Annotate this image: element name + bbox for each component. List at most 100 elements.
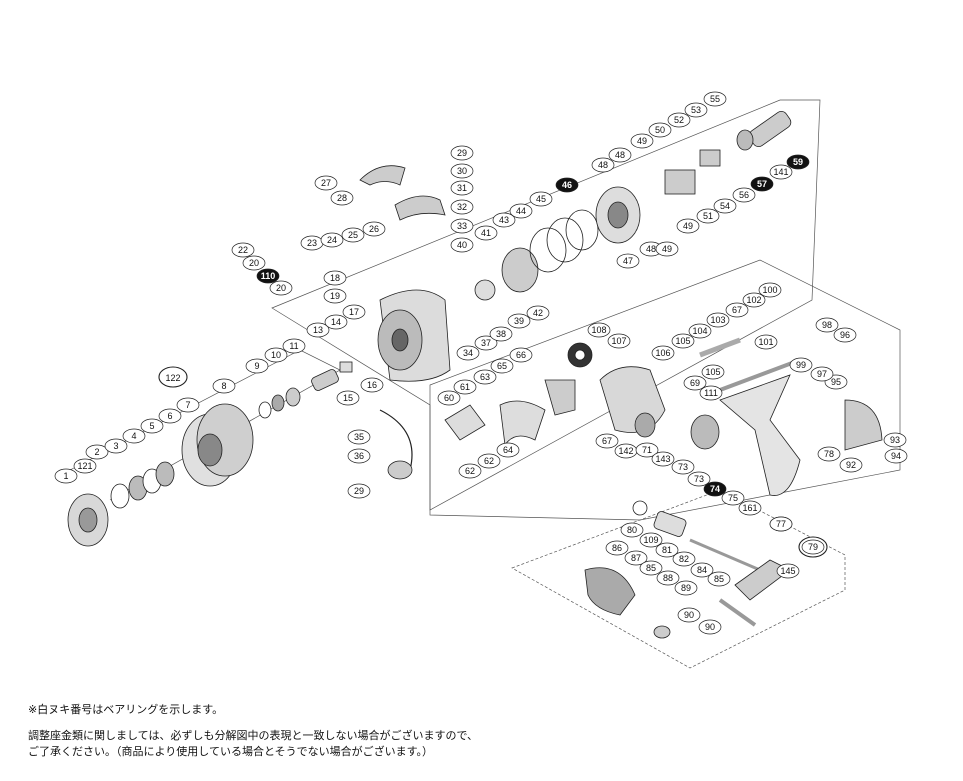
part-number-callout: 87: [624, 550, 648, 566]
part-number-text: 4: [131, 431, 136, 441]
part-number-text: 36: [354, 451, 364, 461]
part-number-text: 15: [343, 393, 353, 403]
part-number-callout: 62: [477, 453, 501, 469]
part-number-text: 44: [516, 206, 526, 216]
part-number-text: 100: [762, 285, 777, 295]
part-number-callout: 89: [674, 580, 698, 596]
part-number-callout: 41: [474, 225, 498, 241]
part-number-callout: 90: [677, 607, 701, 623]
part-number-callout: 94: [884, 448, 908, 464]
part-number-text: 90: [684, 610, 694, 620]
part-number-callout: 141: [769, 164, 793, 180]
part-number-text: 74: [710, 484, 720, 494]
part-number-text: 48: [598, 160, 608, 170]
part-number-text: 142: [618, 446, 633, 456]
part-number-text: 67: [602, 436, 612, 446]
part-number-text: 65: [497, 361, 507, 371]
part-number-text: 30: [457, 166, 467, 176]
part-number-text: 62: [465, 466, 475, 476]
part-number-callout: 19: [323, 288, 347, 304]
part-number-callout: 48: [608, 147, 632, 163]
part-number-callout: 44: [509, 203, 533, 219]
drag-washer-part: [110, 483, 130, 509]
part-number-callout: 23: [300, 235, 324, 251]
drive-gear-part: [690, 414, 720, 450]
part-number-text: 5: [149, 421, 154, 431]
part-number-callout: 111: [699, 385, 723, 401]
part-number-callout: 28: [330, 190, 354, 206]
part-number-callout: 85: [639, 560, 663, 576]
exploded-parts-diagram: 1121234567891011122131415161718192011020…: [54, 91, 908, 669]
part-number-callout: 29: [450, 145, 474, 161]
part-number-text: 92: [846, 460, 856, 470]
part-number-text: 67: [732, 305, 742, 315]
part-number-callout: 55: [703, 91, 727, 107]
handle-shaft-part: [689, 538, 761, 572]
part-number-text: 62: [484, 456, 494, 466]
part-number-text: 78: [824, 449, 834, 459]
part-number-callout: 79: [801, 539, 825, 555]
part-number-text: 110: [261, 271, 276, 281]
part-number-callout: 48: [591, 157, 615, 173]
part-number-callout: 122: [158, 366, 188, 388]
oneway-clutch-part: [501, 247, 539, 293]
part-number-callout: 20: [269, 280, 293, 296]
part-number-callout: 67: [725, 302, 749, 318]
part-number-text: 105: [705, 367, 720, 377]
part-number-callout: 69: [683, 375, 707, 391]
part-number-text: 102: [746, 295, 761, 305]
part-number-labels: 1121234567891011122131415161718192011020…: [54, 91, 908, 635]
part-number-text: 42: [533, 308, 543, 318]
part-number-text: 8: [221, 381, 226, 391]
disclaimer-line-2: ご了承ください。（商品により使用している場合とそうでない場合がございます。）: [28, 745, 434, 758]
part-number-callout: 105: [671, 333, 695, 349]
part-number-callout: 93: [883, 432, 907, 448]
part-number-text: 1: [63, 471, 68, 481]
part-number-text: 9: [254, 361, 259, 371]
part-number-text: 105: [675, 336, 690, 346]
part-number-text: 107: [611, 336, 626, 346]
part-number-callout: 56: [732, 187, 756, 203]
part-number-text: 55: [710, 94, 720, 104]
part-number-text: 33: [457, 221, 467, 231]
part-number-text: 75: [728, 493, 738, 503]
part-number-callout: 4: [122, 428, 146, 444]
part-number-text: 41: [481, 228, 491, 238]
part-number-text: 3: [113, 441, 118, 451]
main-shaft-part: [719, 358, 801, 392]
part-number-callout: 37: [474, 335, 498, 351]
part-number-callout: 49: [655, 241, 679, 257]
part-number-text: 39: [514, 316, 524, 326]
part-number-callout: 61: [453, 379, 477, 395]
part-number-text: 69: [690, 378, 700, 388]
part-number-callout: 39: [507, 313, 531, 329]
part-number-text: 27: [321, 178, 331, 188]
part-number-text: 80: [627, 525, 637, 535]
part-number-callout: 31: [450, 180, 474, 196]
part-number-text: 122: [165, 373, 180, 383]
part-number-text: 19: [330, 291, 340, 301]
part-number-callout: 27: [314, 175, 338, 191]
part-number-text: 96: [840, 330, 850, 340]
part-number-text: 111: [704, 388, 718, 398]
part-number-text: 43: [499, 215, 509, 225]
part-number-callout: 103: [706, 312, 730, 328]
part-number-text: 51: [703, 211, 713, 221]
part-number-callout: 46: [555, 177, 579, 193]
part-number-callout: 34: [456, 345, 480, 361]
part-number-callout: 107: [607, 333, 631, 349]
part-number-callout: 49: [676, 218, 700, 234]
part-number-callout: 5: [140, 418, 164, 434]
part-number-text: 32: [457, 202, 467, 212]
part-number-text: 79: [808, 542, 818, 552]
part-number-text: 93: [890, 435, 900, 445]
part-number-callout: 105: [701, 364, 725, 380]
reel-body-part: [599, 366, 666, 433]
part-number-callout: 67: [595, 433, 619, 449]
bearing-note: ※白ヌキ番号はベアリングを示します。: [28, 703, 224, 716]
part-number-callout: 65: [490, 358, 514, 374]
part-number-text: 13: [313, 325, 323, 335]
part-number-callout: 8: [212, 378, 236, 394]
part-number-callout: 59: [786, 154, 810, 170]
part-number-text: 82: [679, 554, 689, 564]
